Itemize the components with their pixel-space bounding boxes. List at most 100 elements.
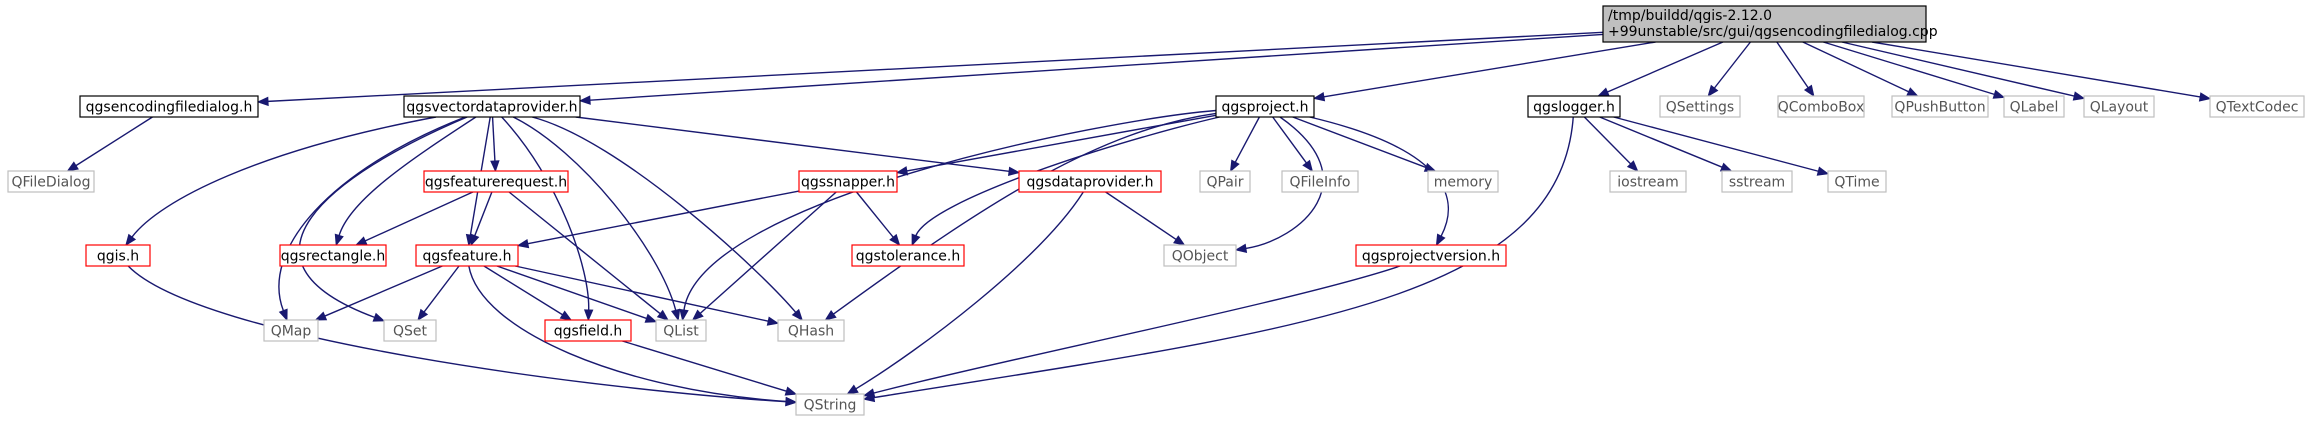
edge-line [531, 116, 797, 313]
node-box [423, 170, 569, 193]
arrowhead-icon [278, 308, 288, 322]
node-vdp_h[interactable]: qgsvectordataprovider.h [403, 95, 581, 118]
edge-project_h-to-QList [679, 109, 1217, 322]
edge-line [278, 116, 466, 311]
arrowhead-icon [417, 308, 429, 322]
node-root[interactable]: /tmp/buildd/qgis-2.12.0+99unstable/src/g… [1602, 5, 1938, 43]
node-box [795, 393, 865, 416]
edge-root-to-QLabel [1823, 41, 2006, 99]
node-box [415, 244, 519, 267]
node-label: QObject [1172, 249, 1229, 265]
node-QPair: QPair [1199, 170, 1251, 193]
edge-project_h-to-QFileInfo [1272, 116, 1314, 173]
edge-line [855, 191, 894, 238]
node-box [1163, 244, 1237, 267]
node-label: qgsfeature.h [423, 249, 512, 265]
arrowhead-icon [1234, 243, 1248, 253]
arrowhead-icon [679, 308, 689, 322]
edge-logger_h-to-QString [862, 116, 1574, 403]
arrowhead-icon [516, 238, 530, 249]
node-tolerance_h[interactable]: qgstolerance.h [851, 244, 965, 267]
node-box [2209, 95, 2305, 118]
node-label: sstream [1729, 175, 1785, 191]
node-memory: memory [1427, 170, 1499, 193]
arrowhead-icon [824, 309, 837, 321]
node-box [1827, 170, 1887, 193]
arrowhead-icon [1707, 84, 1719, 98]
node-label: iostream [1617, 175, 1679, 191]
edge-line [1245, 116, 1324, 250]
node-rect_h[interactable]: qgsrectangle.h [279, 244, 387, 267]
edge-root-to-vdp_h [578, 33, 1604, 105]
edge-vdp_h-to-QSet [298, 116, 468, 322]
node-encdlg_h[interactable]: qgsencodingfiledialog.h [79, 95, 259, 118]
edge-line [127, 265, 787, 403]
edge-featreq_h-to-rect_h [354, 191, 474, 246]
node-box [798, 170, 898, 193]
node-featreq_h[interactable]: qgsfeaturerequest.h [423, 170, 569, 193]
edge-line [496, 265, 647, 320]
arrowhead-icon [354, 236, 368, 246]
node-box [1527, 95, 1621, 118]
node-box [1281, 170, 1359, 193]
edge-dataprov_h-to-QString [846, 191, 1084, 395]
node-feature_h[interactable]: qgsfeature.h [415, 244, 519, 267]
edge-line [364, 191, 474, 242]
edge-snapper_h-to-feature_h [516, 190, 800, 249]
edge-line [699, 191, 837, 314]
edge-featreq_h-to-QList [508, 191, 670, 321]
arrowhead-icon [911, 233, 921, 247]
edge-root-to-QSettings [1707, 41, 1751, 98]
edge-project_h-to-snapper_h [895, 114, 1217, 176]
node-box [2003, 95, 2065, 118]
node-QFileInfo: QFileInfo [1281, 170, 1359, 193]
edge-line [1599, 116, 1723, 168]
node-label: QFileDialog [11, 175, 90, 191]
edge-line [131, 116, 437, 238]
edge-logger_h-to-sstream [1599, 116, 1733, 172]
arrowhead-icon [2198, 92, 2212, 102]
node-field_h[interactable]: qgsfield.h [544, 319, 632, 342]
arrowhead-icon [644, 313, 658, 323]
node-logger_h[interactable]: qgslogger.h [1527, 95, 1621, 118]
node-project_h[interactable]: qgsproject.h [1215, 95, 1315, 118]
edge-vdp_h-to-QMap [278, 116, 466, 322]
arrowhead-icon [889, 233, 901, 247]
arrowhead-icon [766, 316, 780, 326]
node-qgis_h[interactable]: qgis.h [85, 244, 151, 267]
node-label: qgsfield.h [554, 324, 623, 340]
node-label: QList [663, 324, 699, 340]
node-box [1602, 5, 1927, 43]
node-dataprov_h[interactable]: qgsdataprovider.h [1018, 170, 1162, 193]
node-label: QPushButton [1894, 100, 1985, 116]
arrowhead-icon [1719, 162, 1733, 172]
node-label: QTextCodec [2216, 100, 2299, 116]
node-box [383, 319, 437, 342]
node-label: memory [1434, 175, 1493, 191]
node-iostream: iostream [1609, 170, 1687, 193]
arrowhead-icon [785, 396, 798, 407]
node-snapper_h[interactable]: qgssnapper.h [798, 170, 898, 193]
edge-line [1823, 41, 1995, 96]
node-label: QSet [393, 324, 428, 340]
arrowhead-icon [1229, 159, 1240, 173]
node-projver_h[interactable]: qgsprojectversion.h [1355, 244, 1507, 267]
arrowhead-icon [334, 233, 344, 247]
edge-dataprov_h-to-QObject [1105, 191, 1186, 246]
node-box [544, 319, 632, 342]
edge-root-to-encdlg_h [256, 31, 1604, 107]
edge-line [468, 265, 787, 403]
edge-vdp_h-to-rect_h [334, 116, 477, 247]
node-label: qgsfeaturerequest.h [425, 175, 567, 191]
node-box [851, 244, 965, 267]
edge-vdp_h-to-dataprov_h [575, 116, 1021, 176]
edge-line [338, 116, 477, 236]
node-box [79, 95, 259, 118]
node-box [1018, 170, 1162, 193]
edge-vdp_h-to-featreq_h [490, 116, 500, 173]
node-QComboBox: QComboBox [1777, 95, 1865, 118]
edge-snapper_h-to-tolerance_h [855, 191, 901, 247]
edge-line [589, 33, 1604, 101]
node-QLabel: QLabel [2003, 95, 2065, 118]
